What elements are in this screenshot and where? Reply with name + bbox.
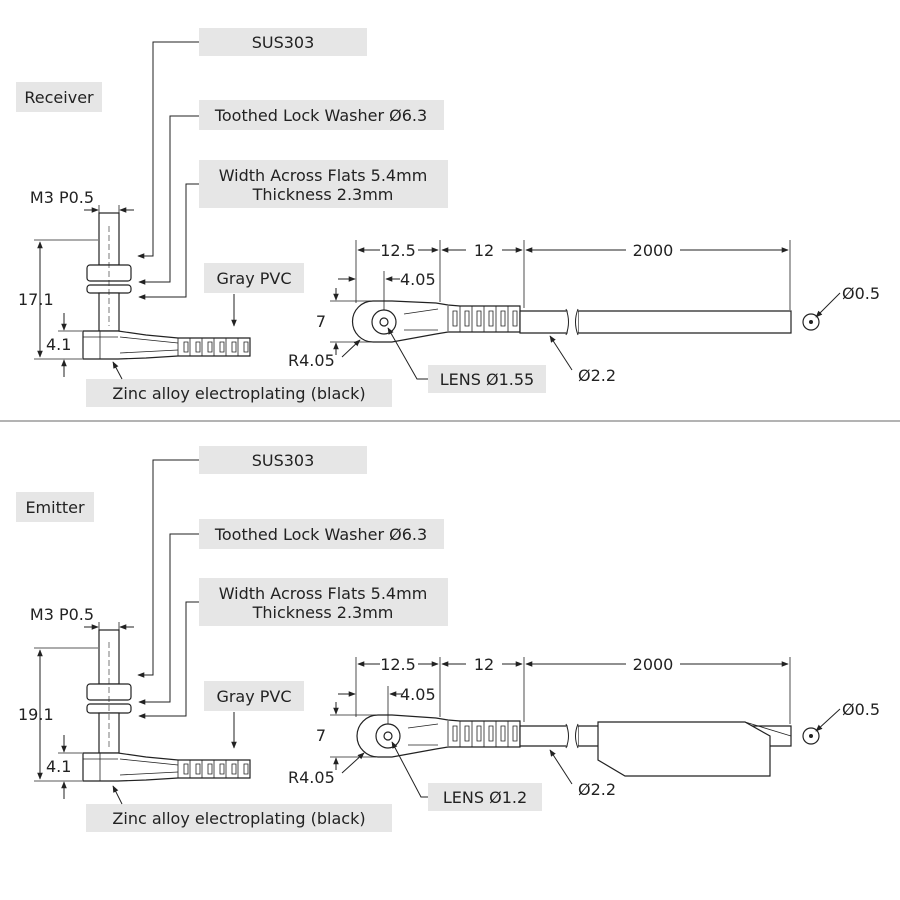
emitter-dim-head: 12.5 <box>380 655 416 674</box>
emitter-dim-lens-offset: 4.05 <box>400 685 436 704</box>
receiver-washer-box <box>199 100 444 130</box>
emitter-height-label: 19.1 <box>18 705 54 724</box>
emitter-coating-box <box>86 804 392 832</box>
emitter-material-label: SUS303 <box>252 451 315 470</box>
receiver-lens-leader <box>387 327 428 380</box>
receiver-base-label: 4.1 <box>46 335 71 354</box>
receiver-lens-box <box>428 365 546 393</box>
receiver-material-leader <box>137 41 199 259</box>
receiver-dim-lens-offset: 4.05 <box>400 270 436 289</box>
receiver-coating-label: Zinc alloy electroplating (black) <box>112 384 365 403</box>
emitter-material-box <box>199 446 367 474</box>
emitter-coating-label: Zinc alloy electroplating (black) <box>112 809 365 828</box>
receiver-thread-label: M3 P0.5 <box>30 188 94 207</box>
receiver-flats-box <box>199 160 448 208</box>
emitter-dim-head-height: 7 <box>316 726 326 745</box>
emitter-side-view <box>82 629 251 782</box>
receiver-sheath-box <box>204 263 304 293</box>
emitter-washer-box <box>199 519 444 549</box>
receiver-title: Receiver <box>24 88 94 107</box>
emitter-dim-cable: 2000 <box>633 655 674 674</box>
receiver-dim-sleeve: 12 <box>474 241 494 260</box>
emitter-sheath-label: Gray PVC <box>216 687 291 706</box>
receiver-title-box <box>16 82 102 112</box>
emitter-top-view <box>356 714 792 777</box>
emitter-lens <box>383 731 393 741</box>
receiver-material-label: SUS303 <box>252 33 315 52</box>
emitter-washer-label: Toothed Lock Washer Ø6.3 <box>214 525 427 544</box>
emitter-sheath-box <box>204 681 304 711</box>
emitter-dim-sleeve: 12 <box>474 655 494 674</box>
emitter-thread-label: M3 P0.5 <box>30 605 94 624</box>
emitter-radius-label: R4.05 <box>288 768 335 787</box>
emitter-title: Emitter <box>25 498 85 517</box>
emitter-core-dia-label: Ø0.5 <box>842 700 880 719</box>
emitter-title-box <box>16 492 94 522</box>
receiver-flats-leader <box>138 183 199 300</box>
emitter-section: Emitter SUS303 Toothed Lock Washer Ø6.3 … <box>16 446 880 832</box>
receiver-washer-leader <box>138 115 199 285</box>
emitter-lens-label: LENS Ø1.2 <box>443 788 527 807</box>
receiver-section: Receiver SUS303 Toothed Lock Washer Ø6.3… <box>16 28 880 407</box>
emitter-cable-dia-label: Ø2.2 <box>578 780 616 799</box>
receiver-coating-box <box>86 379 392 407</box>
emitter-base-label: 4.1 <box>46 757 71 776</box>
receiver-dim-head-height: 7 <box>316 312 326 331</box>
receiver-top-view <box>351 300 792 343</box>
receiver-radius-label: R4.05 <box>288 351 335 370</box>
emitter-cable-break-sleeve <box>597 721 771 777</box>
receiver-flats-line2: Thickness 2.3mm <box>252 185 394 204</box>
receiver-material-box <box>199 28 367 56</box>
receiver-lens <box>379 317 389 327</box>
receiver-cable-dia-label: Ø2.2 <box>578 366 616 385</box>
receiver-height-label: 17.1 <box>18 290 54 309</box>
receiver-dim-head: 12.5 <box>380 241 416 260</box>
receiver-sheath-label: Gray PVC <box>216 269 291 288</box>
receiver-side-view <box>82 212 251 360</box>
receiver-dim-cable: 2000 <box>633 241 674 260</box>
emitter-lens-box <box>428 783 542 811</box>
receiver-core-dia-label: Ø0.5 <box>842 284 880 303</box>
emitter-flats-line2: Thickness 2.3mm <box>252 603 394 622</box>
receiver-washer-label: Toothed Lock Washer Ø6.3 <box>214 106 427 125</box>
emitter-flats-line1: Width Across Flats 5.4mm <box>219 584 428 603</box>
emitter-flats-box <box>199 578 448 626</box>
receiver-flats-line1: Width Across Flats 5.4mm <box>219 166 428 185</box>
receiver-lens-label: LENS Ø1.55 <box>440 370 534 389</box>
receiver-coating-leader <box>112 361 123 380</box>
